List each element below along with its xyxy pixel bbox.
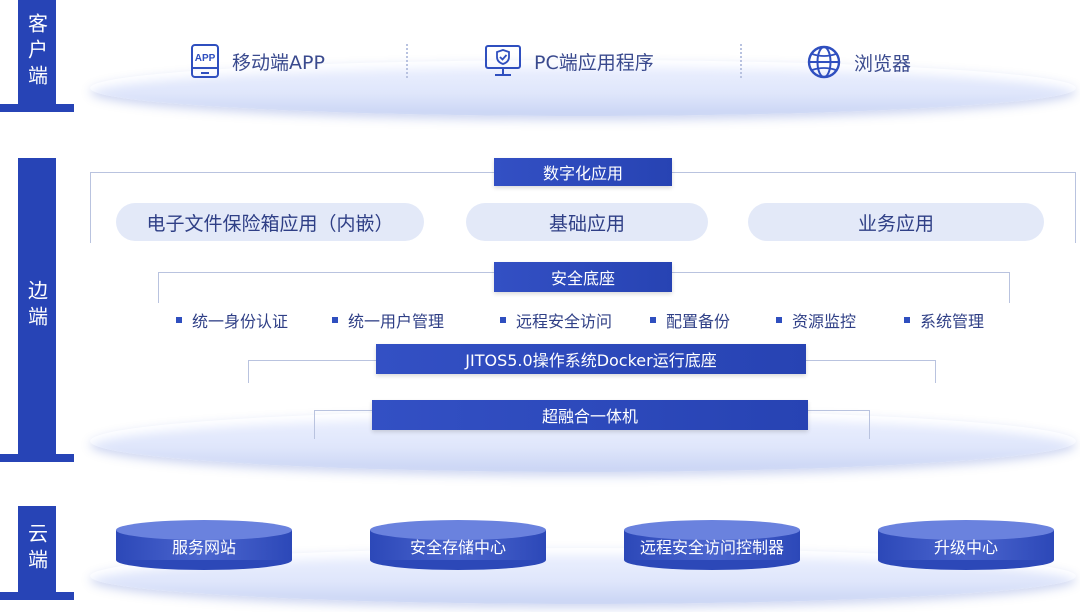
cloud-item-secure-storage: 安全存储中心 [370, 520, 546, 570]
cloud-item-label: 升级中心 [933, 538, 998, 557]
client-item-label-browser: 浏览器 [854, 52, 912, 75]
digital-app-item-vault: 电子文件保险箱应用（内嵌） [116, 203, 424, 241]
bullet-icon [776, 317, 782, 323]
layer-label-edge-base [0, 454, 74, 462]
feature-label: 配置备份 [666, 312, 731, 331]
app-icon: APP [191, 44, 219, 78]
bullet-icon [904, 317, 910, 323]
feature-item: 远程安全访问 [500, 308, 612, 332]
client-item-label-pc: PC端应用程序 [534, 51, 654, 74]
feature-label: 统一用户管理 [348, 312, 445, 331]
cloud-item-upgrade-center: 升级中心 [878, 520, 1054, 570]
bullet-icon [332, 317, 338, 323]
feature-item: 统一身份认证 [176, 308, 288, 332]
layer-label-cloud: 云端 [18, 506, 56, 592]
layer-label-client-base [0, 104, 74, 112]
bullet-icon [500, 317, 506, 323]
layer-label-edge: 边端 [18, 158, 56, 454]
bullet-icon [650, 317, 656, 323]
cloud-item-label: 安全存储中心 [409, 538, 506, 557]
client-divider-1 [406, 44, 408, 78]
cloud-item-service-site: 服务网站 [116, 520, 292, 570]
app-icon-text: APP [195, 53, 216, 64]
cloud-item-remote-access-controller: 远程安全访问控制器 [624, 520, 800, 570]
client-divider-2 [740, 44, 742, 78]
digital-app-item-basic: 基础应用 [466, 203, 708, 241]
monitor-shield-icon [485, 45, 521, 76]
security-base-title: 安全底座 [494, 262, 672, 292]
hci-appliance-bar: 超融合一体机 [372, 400, 808, 430]
digital-app-item-business: 业务应用 [748, 203, 1044, 241]
cloud-item-label: 远程安全访问控制器 [639, 538, 784, 557]
client-item-mobile: APP 移动端APP [190, 44, 325, 78]
layer-label-client: 客户端 [18, 0, 56, 104]
os-runtime-bar: JITOS5.0操作系统Docker运行底座 [376, 344, 806, 374]
bullet-icon [176, 317, 182, 323]
feature-label: 系统管理 [920, 312, 985, 331]
feature-item: 配置备份 [650, 308, 730, 332]
feature-label: 统一身份认证 [192, 312, 289, 331]
client-item-pc: PC端应用程序 [484, 44, 654, 78]
client-item-browser: 浏览器 [806, 44, 911, 80]
feature-item: 资源监控 [776, 308, 856, 332]
globe-icon [807, 45, 841, 79]
client-platform [90, 60, 1076, 116]
cloud-item-label: 服务网站 [171, 538, 236, 557]
feature-label: 资源监控 [792, 312, 857, 331]
client-item-label-mobile: 移动端APP [232, 51, 325, 74]
layer-label-cloud-base [0, 592, 74, 600]
digital-apps-title: 数字化应用 [494, 158, 672, 186]
feature-label: 远程安全访问 [516, 312, 613, 331]
feature-item: 统一用户管理 [332, 308, 444, 332]
feature-item: 系统管理 [904, 308, 984, 332]
